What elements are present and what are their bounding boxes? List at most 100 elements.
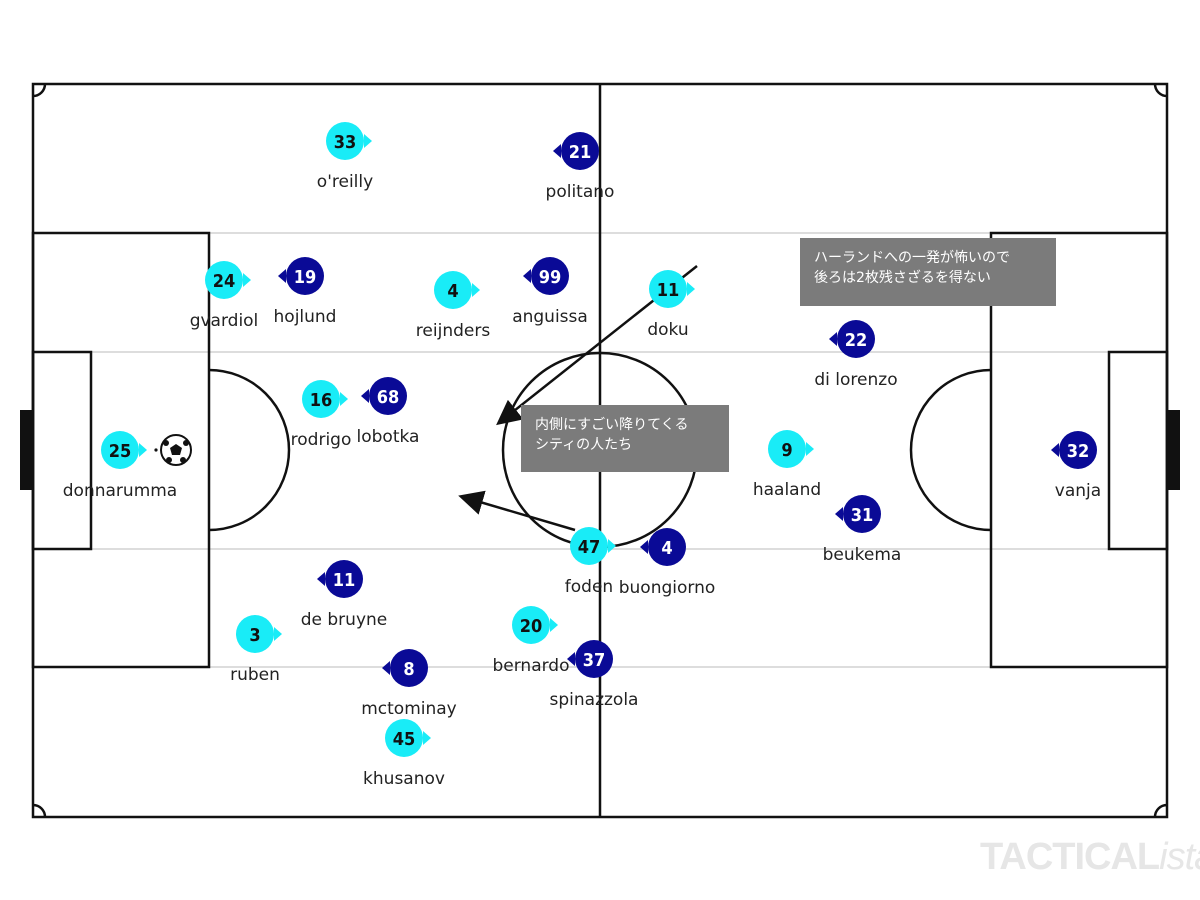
player-home[interactable]: 20 bernardo: [492, 606, 570, 676]
player-number: 24: [213, 271, 236, 292]
direction-arrow-icon: [829, 332, 837, 346]
player-name: bernardo: [492, 656, 569, 676]
player-home[interactable]: 33o'reilly: [317, 122, 373, 192]
right-goal: [1167, 410, 1180, 490]
player-name: de bruyne: [301, 610, 388, 630]
player-marker: [236, 615, 274, 653]
direction-arrow-icon: [278, 269, 286, 283]
direction-arrow-icon: [361, 389, 369, 403]
note-line: 内側にすごい降りてくる: [535, 417, 689, 433]
direction-arrow-icon: [550, 618, 558, 632]
player-number: 11: [657, 280, 680, 301]
player-marker: [1059, 431, 1097, 469]
player-marker: [575, 640, 613, 678]
direction-arrow-icon: [139, 443, 147, 457]
player-number: 68: [377, 387, 400, 408]
player-number: 9: [781, 440, 792, 461]
logo-suffix: ista: [1159, 836, 1200, 878]
player-marker: [326, 122, 364, 160]
direction-arrow-icon: [553, 144, 561, 158]
player-marker: [101, 431, 139, 469]
player-name: reijnders: [416, 321, 491, 341]
player-marker: [570, 527, 608, 565]
player-name: hojlund: [274, 307, 337, 327]
player-marker: [286, 257, 324, 295]
player-name: ruben: [230, 665, 280, 685]
player-number: 47: [578, 537, 601, 558]
player-name: vanja: [1055, 481, 1101, 501]
player-home[interactable]: 45 khusanov: [363, 719, 445, 789]
direction-arrow-icon: [423, 731, 431, 745]
player-number: 11: [333, 570, 356, 591]
direction-arrow-icon: [523, 269, 531, 283]
note-inside: 内側にすごい降りてくる シティの人たち: [521, 405, 729, 472]
player-name: mctominay: [361, 699, 457, 719]
player-number: 32: [1067, 441, 1090, 462]
note-line: シティの人たち: [535, 437, 633, 453]
direction-arrow-icon: [567, 652, 575, 666]
direction-arrow-icon: [806, 442, 814, 456]
player-away[interactable]: 11 de bruyne: [301, 560, 388, 630]
player-number: 45: [393, 729, 416, 750]
player-name: foden: [565, 577, 613, 597]
player-marker: [434, 271, 472, 309]
direction-arrow-icon: [340, 392, 348, 406]
player-away[interactable]: 22 di lorenzo: [814, 320, 898, 390]
player-marker: [837, 320, 875, 358]
note-line: ハーランドへの一発が怖いので: [814, 250, 1010, 266]
player-name: khusanov: [363, 769, 445, 789]
logo-main: TACTICAL: [980, 836, 1160, 878]
direction-arrow-icon: [364, 134, 372, 148]
player-marker: [205, 261, 243, 299]
note-line: 後ろは2枚残さざるを得ない: [814, 270, 991, 286]
player-number: 20: [520, 616, 543, 637]
player-number: 25: [109, 441, 132, 462]
direction-arrow-icon: [317, 572, 325, 586]
player-away[interactable]: 32 vanja: [1051, 431, 1101, 501]
player-home[interactable]: 3 ruben: [230, 615, 282, 685]
player-marker: [390, 649, 428, 687]
soccer-ball-icon: [154, 434, 192, 466]
player-home[interactable]: 4 reijnders: [416, 271, 491, 341]
player-name: donnarumma: [63, 481, 177, 501]
player-name: di lorenzo: [814, 370, 897, 390]
player-home[interactable]: 47 foden: [565, 527, 616, 597]
direction-arrow-icon: [243, 273, 251, 287]
player-number: 31: [851, 505, 874, 526]
player-number: 33: [334, 132, 357, 153]
player-marker: [531, 257, 569, 295]
movement-arrow-foden: [458, 490, 576, 532]
player-marker: [843, 495, 881, 533]
player-name: rodrigo: [291, 430, 352, 450]
player-number: 4: [447, 281, 458, 302]
player-number: 4: [661, 538, 672, 559]
player-marker: [369, 377, 407, 415]
player-name: spinazzola: [550, 690, 639, 710]
direction-arrow-icon: [274, 627, 282, 641]
player-home[interactable]: 25 donnarumma: [63, 431, 177, 501]
player-marker: [561, 132, 599, 170]
player-number: 22: [845, 330, 868, 351]
player-marker: [648, 528, 686, 566]
player-name: anguissa: [512, 307, 588, 327]
player-marker: [768, 430, 806, 468]
player-marker: [385, 719, 423, 757]
player-name: politano: [546, 182, 615, 202]
direction-arrow-icon: [640, 540, 648, 554]
left-goal: [20, 410, 33, 490]
player-marker: [649, 270, 687, 308]
player-number: 3: [249, 625, 260, 646]
